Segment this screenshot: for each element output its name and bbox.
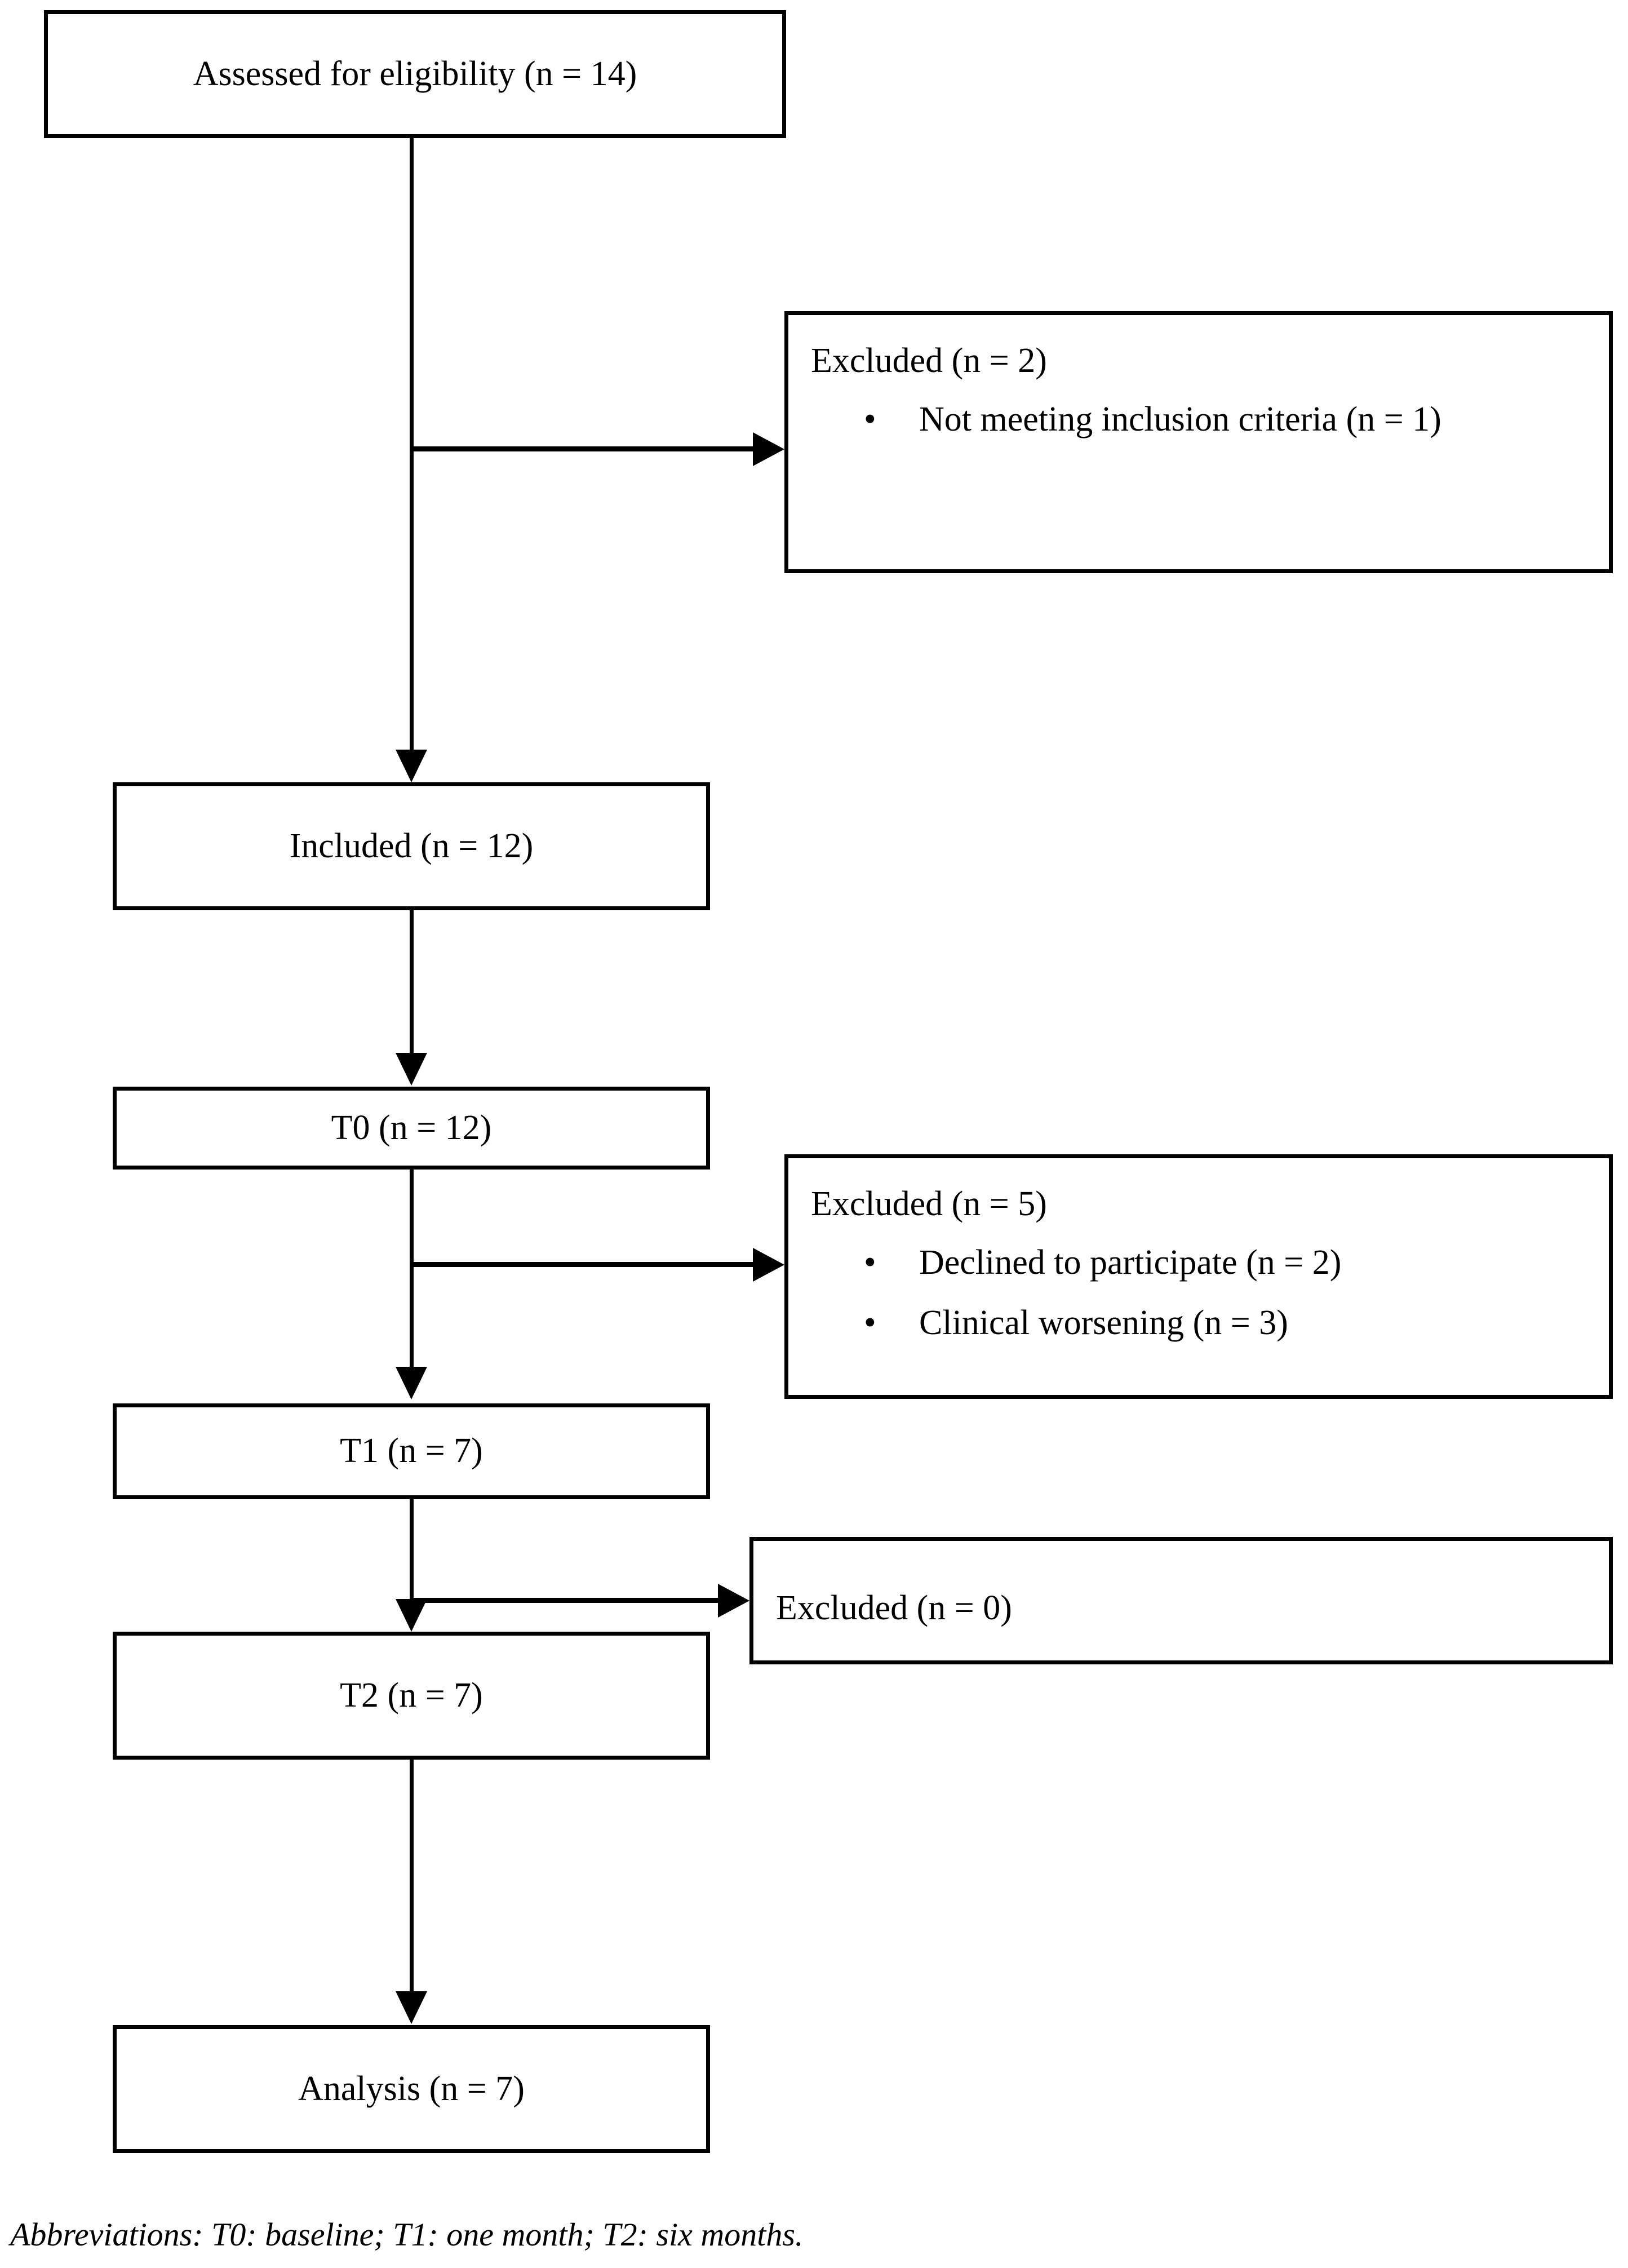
node-analysis-label: Analysis (n = 7): [298, 2069, 525, 2108]
abbreviations-footnote: Abbreviations: T0: baseline; T1: one mon…: [10, 2216, 804, 2253]
node-excluded-1: Excluded (n = 2) • Not meeting inclusion…: [784, 311, 1613, 573]
list-item-label: Clinical worsening (n = 3): [919, 1304, 1288, 1343]
connector-t0-to-excluded-2: [410, 1262, 753, 1267]
node-t1-label: T1 (n = 7): [340, 1432, 483, 1470]
node-t2-label: T2 (n = 7): [340, 1676, 483, 1715]
list-item-label: Declined to participate (n = 2): [919, 1243, 1342, 1282]
connector-t1-to-t2: [410, 1499, 414, 1601]
arrowhead-down-to-t2: [396, 1599, 427, 1632]
connector-assessed-to-excluded-1: [410, 446, 753, 451]
arrowhead-down-to-t0: [396, 1053, 427, 1086]
node-assessed-for-eligibility: Assessed for eligibility (n = 14): [44, 10, 786, 138]
list-item: • Declined to participate (n = 2): [811, 1233, 1586, 1293]
node-excluded-3-title: Excluded (n = 0): [776, 1589, 1012, 1627]
arrowhead-down-to-included: [396, 750, 427, 782]
arrowhead-down-to-t1: [396, 1367, 427, 1399]
connector-t2-to-analysis: [410, 1760, 414, 1994]
node-excluded-2-reasons: • Declined to participate (n = 2) • Clin…: [811, 1233, 1586, 1353]
arrowhead-right-to-excluded-1: [753, 432, 784, 466]
bullet-icon: •: [864, 400, 876, 439]
connector-t0-to-t1: [410, 1170, 414, 1370]
node-excluded-2-title: Excluded (n = 5): [811, 1185, 1047, 1223]
node-included-label: Included (n = 12): [289, 826, 534, 865]
connector-assessed-to-included: [410, 138, 414, 752]
bullet-icon: •: [864, 1304, 876, 1343]
node-analysis: Analysis (n = 7): [113, 2025, 710, 2153]
arrowhead-right-to-excluded-2: [753, 1248, 784, 1282]
list-item-label: Not meeting inclusion criteria (n = 1): [919, 400, 1441, 439]
node-excluded-1-title: Excluded (n = 2): [811, 342, 1047, 380]
list-item: • Not meeting inclusion criteria (n = 1): [811, 389, 1586, 450]
node-excluded-1-reasons: • Not meeting inclusion criteria (n = 1): [811, 389, 1586, 450]
node-t1: T1 (n = 7): [113, 1403, 710, 1499]
node-t0-label: T0 (n = 12): [331, 1108, 492, 1147]
node-assessed-label: Assessed for eligibility (n = 14): [193, 54, 637, 93]
connector-included-to-t0: [410, 910, 414, 1056]
node-t0: T0 (n = 12): [113, 1087, 710, 1170]
node-excluded-2: Excluded (n = 5) • Declined to participa…: [784, 1154, 1613, 1399]
arrowhead-down-to-analysis: [396, 1991, 427, 2024]
node-t2: T2 (n = 7): [113, 1632, 710, 1760]
node-included: Included (n = 12): [113, 782, 710, 910]
arrowhead-right-to-excluded-3: [718, 1584, 749, 1618]
node-excluded-3: Excluded (n = 0): [749, 1537, 1613, 1664]
bullet-icon: •: [864, 1243, 876, 1282]
connector-t1-to-excluded-3: [410, 1598, 718, 1603]
list-item: • Clinical worsening (n = 3): [811, 1293, 1586, 1353]
